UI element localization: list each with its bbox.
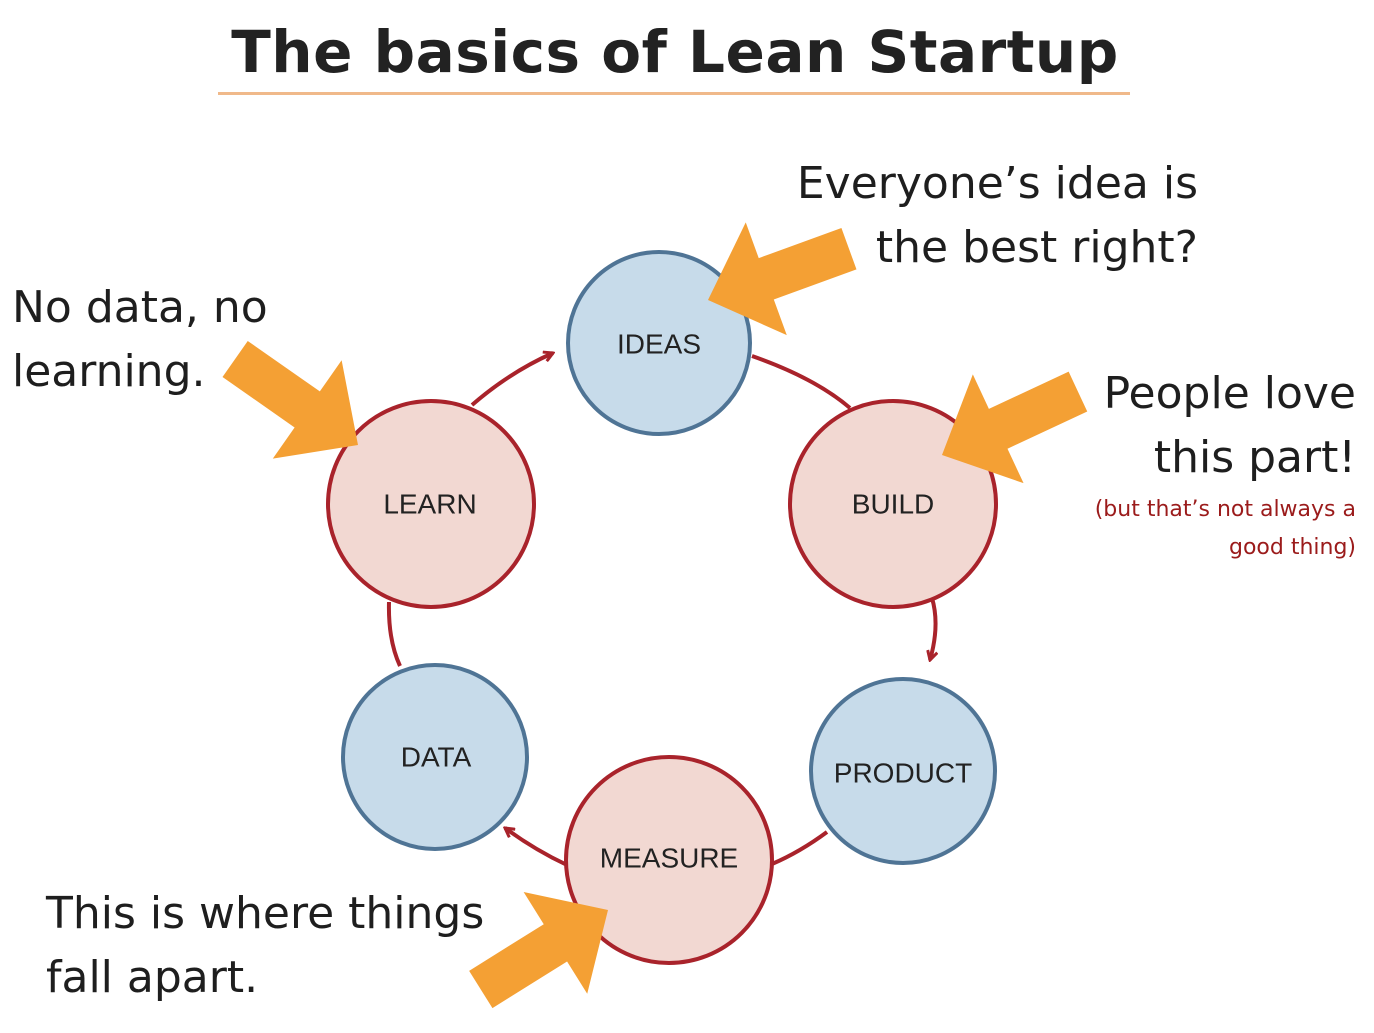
callout-arrow-icon [469, 891, 608, 1009]
connector-learn-ideas [470, 353, 553, 407]
callout-arrow-icon [708, 222, 857, 336]
callout-ideas-line-1: Everyone’s idea is [796, 158, 1198, 209]
callout-measure-line-1: This is where things [46, 888, 485, 939]
callout-build-line-1: People love [1103, 368, 1356, 419]
node-build-label: BUILD [852, 488, 934, 519]
callout-measure-line-2: fall apart. [46, 952, 259, 1003]
node-measure-circle [564, 755, 774, 965]
connector-data-learn [386, 601, 402, 667]
callout-build-note-line-2: good thing) [1228, 535, 1356, 560]
node-ideas: IDEAS [566, 250, 752, 436]
title-underline [218, 92, 1130, 95]
cycle-connectors [386, 353, 936, 867]
callout-learn: No data, no learning. [12, 276, 332, 404]
node-learn-label: LEARN [383, 488, 476, 519]
connector-measure-data [505, 828, 568, 867]
node-data: DATA [341, 663, 529, 851]
node-measure: MEASURE [564, 755, 774, 965]
callout-build-note-line-1: (but that’s not always a [1094, 497, 1356, 522]
callout-build-note: (but that’s not always a good thing) [1000, 491, 1356, 567]
callout-ideas: Everyone’s idea is the best right? [700, 152, 1198, 280]
callout-build: People love this part! [1040, 362, 1356, 490]
callout-measure: This is where things fall apart. [46, 882, 526, 1010]
node-learn: LEARN [326, 399, 536, 609]
node-data-label: DATA [401, 741, 472, 772]
node-data-circle [341, 663, 529, 851]
node-ideas-label: IDEAS [617, 328, 701, 359]
callout-arrow-icon [222, 340, 358, 459]
node-product-label: PRODUCT [834, 757, 972, 788]
callout-build-line-2: this part! [1153, 432, 1356, 483]
node-learn-circle [326, 399, 536, 609]
connector-product-measure [771, 830, 829, 866]
callout-arrow-icon [942, 371, 1088, 484]
node-product: PRODUCT [809, 677, 997, 865]
connector-ideas-build [751, 354, 852, 410]
node-ideas-circle [566, 250, 752, 436]
callout-learn-line-1: No data, no [12, 282, 268, 333]
callout-arrows [222, 222, 1088, 1009]
callout-ideas-line-2: the best right? [875, 222, 1198, 273]
connector-build-product [930, 597, 936, 660]
callout-learn-line-2: learning. [12, 346, 206, 397]
page-title: The basics of Lean Startup [231, 18, 1119, 86]
node-measure-label: MEASURE [600, 842, 738, 873]
node-product-circle [809, 677, 997, 865]
